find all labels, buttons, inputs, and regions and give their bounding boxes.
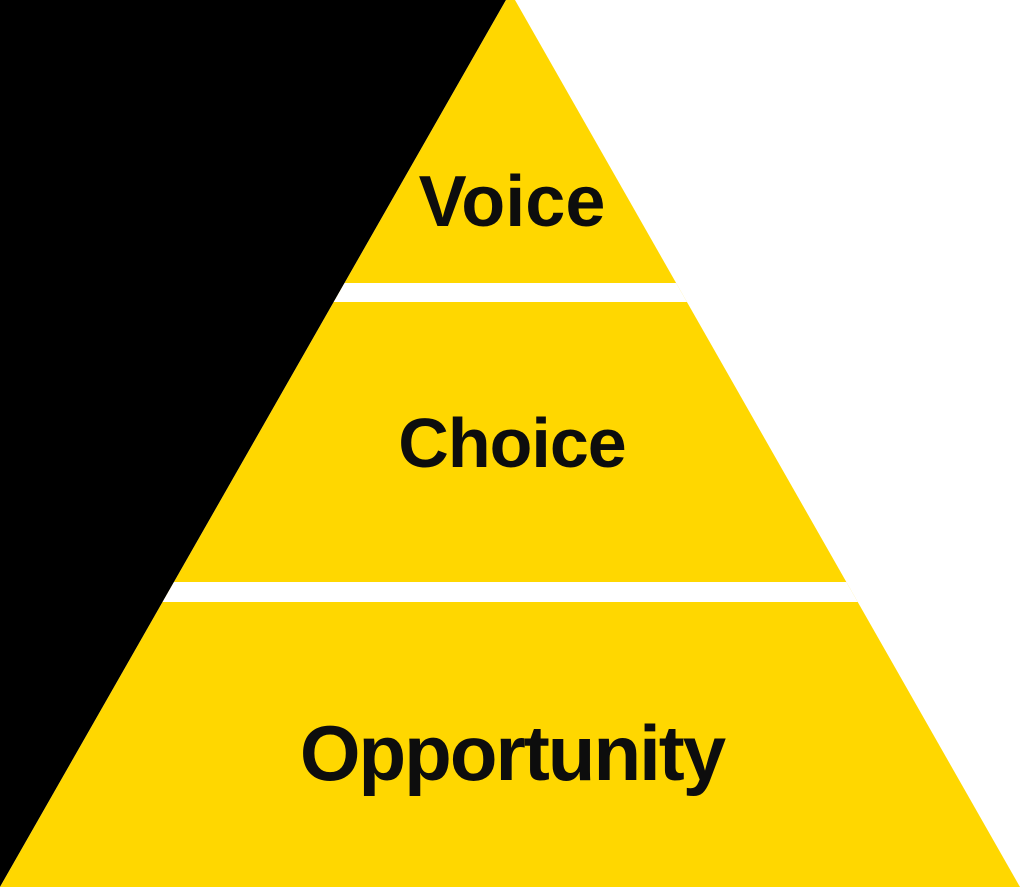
pyramid-level-choice-label: Choice bbox=[398, 404, 626, 482]
pyramid-level-voice-label: Voice bbox=[418, 162, 606, 242]
layer-separator-bottom bbox=[0, 582, 1020, 602]
pyramid-level-opportunity-label: Opportunity bbox=[299, 709, 726, 797]
